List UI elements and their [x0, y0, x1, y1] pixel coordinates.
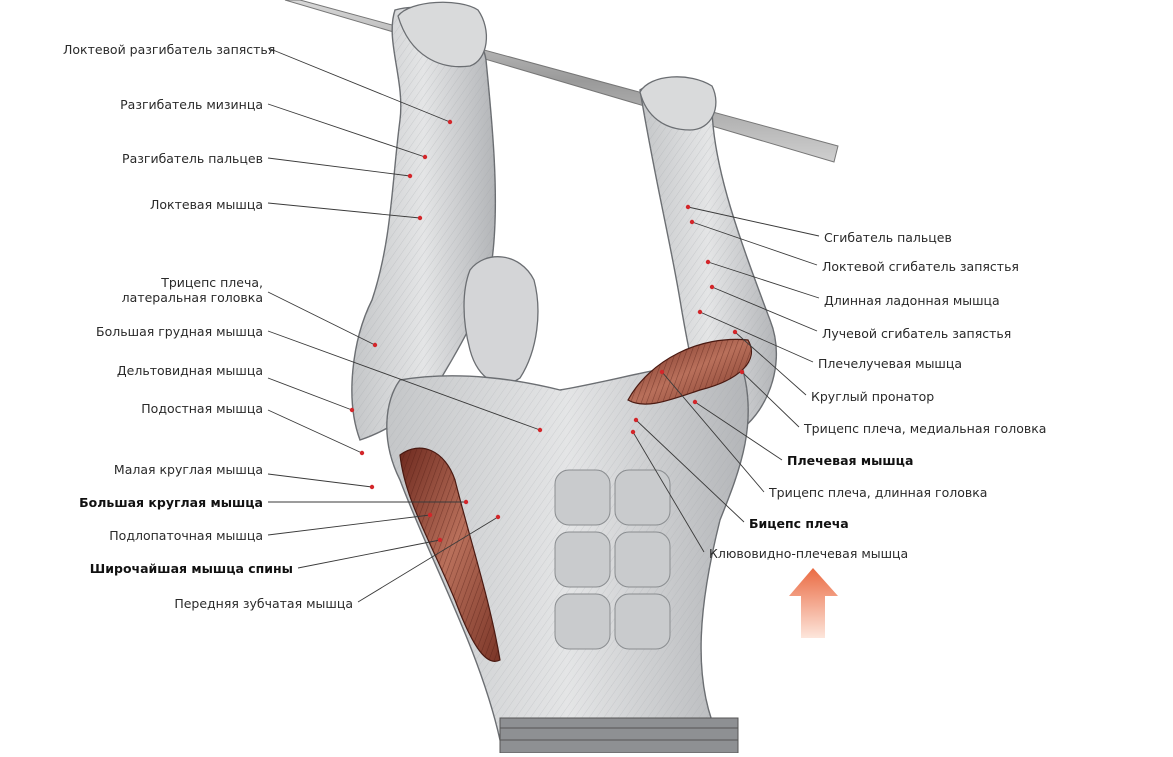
pectoralis-major-dot	[537, 427, 543, 433]
pronator-teres-leader-line	[734, 331, 807, 396]
label-biceps: Бицепс плеча	[749, 516, 849, 531]
flexor-digitorum-dot	[685, 204, 691, 210]
label-infraspinatus: Подостная мышца	[141, 401, 263, 416]
brachioradialis-leader-line	[699, 311, 814, 363]
latissimus-leader-line	[297, 539, 441, 569]
label-brachioradialis: Плечелучевая мышца	[818, 356, 963, 371]
flexor-carpi-ulnaris-dot	[689, 219, 695, 225]
pronator-teres-dot	[732, 329, 738, 335]
teres-minor-dot	[369, 484, 375, 490]
ext-carpi-ulnaris-leader-line	[267, 47, 451, 123]
label-palmaris-longus: Длинная ладонная мышца	[824, 293, 1000, 308]
deltoid-leader-line	[267, 377, 353, 411]
label-deltoid: Дельтовидная мышца	[116, 363, 263, 378]
ext-digitorum-dot	[407, 173, 413, 179]
triceps-medial-dot	[739, 369, 745, 375]
highlighted-muscles	[399, 338, 753, 662]
upward-arrow-icon	[789, 568, 838, 638]
label-triceps-long: Трицепс плеча, длинная головка	[769, 485, 988, 500]
flexor-digitorum-leader-line	[687, 206, 820, 237]
brachioradialis-dot	[697, 309, 703, 315]
triceps-lateral-leader-line	[267, 291, 376, 346]
label-dots	[349, 119, 745, 543]
flexor-carpi-ulnaris-leader-line	[691, 221, 818, 266]
teres-major-dot	[463, 499, 469, 505]
ext-digiti-minimi-leader-line	[267, 103, 426, 158]
label-ext-digiti-minimi: Разгибатель мизинца	[120, 97, 263, 112]
label-flexor-carpi-radialis: Лучевой сгибатель запястья	[822, 326, 1012, 341]
teres-minor-leader-line	[267, 473, 373, 488]
flexor-carpi-radialis-dot	[709, 284, 715, 290]
coracobrachialis-dot	[630, 429, 636, 435]
brachialis-dot	[692, 399, 698, 405]
serratus-anterior-dot	[495, 514, 501, 520]
coracobrachialis-leader-line	[632, 431, 705, 553]
subscapularis-leader-line	[267, 514, 431, 536]
subscapularis-dot	[427, 512, 433, 518]
label-flexor-digitorum: Сгибатель пальцев	[824, 230, 952, 245]
label-latissimus: Широчайшая мышца спины	[89, 561, 293, 576]
label-brachialis: Плечевая мышца	[787, 453, 914, 468]
ext-carpi-ulnaris-dot	[447, 119, 453, 125]
label-teres-major: Большая круглая мышца	[79, 495, 263, 510]
leader-lines	[267, 47, 820, 603]
palmaris-longus-leader-line	[707, 261, 820, 299]
ext-digitorum-leader-line	[267, 157, 411, 177]
anconeus-dot	[417, 215, 423, 221]
label-pectoralis-major: Большая грудная мышца	[96, 324, 263, 339]
biceps-dot	[633, 417, 639, 423]
triceps-long-leader-line	[661, 371, 765, 493]
label-flexor-carpi-ulnaris: Локтевой сгибатель запястья	[822, 259, 1019, 274]
ext-digiti-minimi-dot	[422, 154, 428, 160]
label-pronator-teres: Круглый пронатор	[811, 389, 935, 404]
label-ext-digitorum: Разгибатель пальцев	[122, 151, 263, 166]
infraspinatus-dot	[359, 450, 365, 456]
label-ext-carpi-ulnaris: Локтевой разгибатель запястья	[63, 42, 276, 57]
label-triceps-lateral: Трицепс плеча, латеральная головка	[121, 275, 263, 305]
triceps-long-dot	[659, 369, 665, 375]
latissimus-dot	[437, 537, 443, 543]
label-anconeus: Локтевая мышца	[150, 197, 263, 212]
label-teres-minor: Малая круглая мышца	[113, 462, 263, 477]
brachialis-leader-line	[694, 401, 783, 461]
palmaris-longus-dot	[705, 259, 711, 265]
anconeus-leader-line	[267, 202, 421, 219]
label-coracobrachialis: Клювовидно-плечевая мышца	[709, 546, 909, 561]
pectoralis-major-leader-line	[267, 330, 541, 431]
deltoid-dot	[349, 407, 355, 413]
label-serratus-anterior: Передняя зубчатая мышца	[174, 596, 353, 611]
label-triceps-medial: Трицепс плеча, медиальная головка	[804, 421, 1047, 436]
biceps-leader-line	[635, 419, 745, 523]
label-subscapularis: Подлопаточная мышца	[109, 528, 263, 543]
serratus-anterior-leader-line	[357, 516, 499, 603]
triceps-medial-leader-line	[741, 371, 800, 428]
flexor-carpi-radialis-leader-line	[711, 286, 818, 332]
triceps-lateral-dot	[372, 342, 378, 348]
infraspinatus-leader-line	[267, 409, 363, 454]
